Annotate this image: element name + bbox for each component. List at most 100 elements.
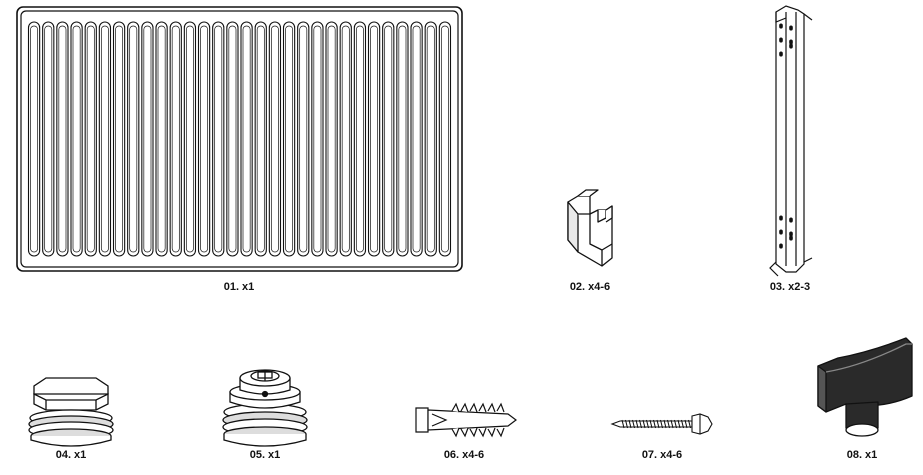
radiator-fin [410, 21, 423, 257]
radiator-fin [353, 21, 367, 257]
radiator-fin [268, 21, 282, 257]
anchor-rib [460, 402, 469, 413]
radiator-fin [155, 21, 168, 257]
part-label-07: 07. x4-6 [642, 449, 682, 461]
radiator-fin-inner [185, 25, 194, 253]
radiator-fin-inner [58, 25, 67, 253]
rail-hole [789, 231, 793, 237]
radiator-fin-inner [398, 25, 407, 253]
screw-thread [653, 419, 656, 429]
air-vent-plug [222, 369, 308, 447]
radiator-fin-inner [412, 25, 421, 253]
radiator-fin-inner [115, 25, 124, 253]
radiator-fin [424, 21, 437, 257]
radiator-fin-inner [270, 25, 279, 253]
part-label-06: 06. x4-6 [444, 449, 484, 461]
screw-thread [674, 419, 677, 429]
anchor-rib [469, 427, 478, 438]
rail-hole [779, 51, 783, 57]
radiator-fin-inner [200, 25, 209, 253]
screw-thread [635, 419, 639, 429]
radiator-fin [27, 21, 41, 257]
anchor-rib [469, 402, 478, 413]
radiator-fin [56, 21, 69, 257]
screw-thread [621, 419, 625, 429]
anchor-rib [451, 402, 460, 413]
radiator-fin-inner [86, 25, 95, 253]
radiator-fin [226, 21, 239, 257]
radiator-fin [297, 21, 310, 257]
radiator-fin-inner [171, 25, 180, 253]
radiator-fin [254, 21, 267, 257]
radiator-fin [438, 21, 452, 257]
radiator-fin [70, 21, 83, 257]
mounting-rail [769, 5, 813, 277]
radiator-fin-inner [228, 25, 237, 253]
radiator-fin-inner [30, 25, 39, 253]
radiator-fin-inner [355, 25, 364, 253]
radiator-fin [339, 21, 352, 257]
screw-thread [646, 419, 649, 429]
screw-thread [677, 419, 681, 429]
part-label-08: 08. x1 [847, 449, 878, 461]
radiator-fin-inner [256, 25, 265, 253]
anchor-rib [496, 427, 505, 438]
radiator-fin [42, 21, 55, 257]
screw-thread [684, 419, 688, 429]
radiator-fin-inner [440, 25, 449, 253]
part-label-01: 01. x1 [224, 281, 255, 293]
rail-holes [779, 23, 793, 249]
radiator-panel [16, 6, 463, 272]
rail-hole [789, 25, 793, 31]
blind-plug [28, 377, 114, 447]
part-label-04: 04. x1 [56, 449, 87, 461]
radiator-fin-inner [242, 25, 251, 253]
anchor-rib [487, 427, 496, 438]
anchor-rib [478, 427, 487, 438]
radiator-fin [183, 21, 197, 257]
radiator-fin [127, 21, 140, 257]
wall-anchor [415, 402, 517, 438]
screw-thread [656, 419, 660, 429]
vent-key [817, 337, 913, 437]
screw-thread [628, 419, 632, 429]
radiator-fin-inner [129, 25, 138, 253]
radiator-fin-inner [327, 25, 336, 253]
rail-hole [789, 217, 793, 223]
bracket-clip [567, 189, 613, 267]
screw-thread [625, 419, 628, 429]
part-label-02: 02. x4-6 [570, 281, 610, 293]
rail-hole [789, 43, 793, 49]
radiator-fin [396, 21, 409, 257]
radiator-fin-inner [157, 25, 166, 253]
screw-thread [639, 419, 642, 429]
radiator-fin [197, 21, 211, 257]
anchor-rib [451, 427, 460, 438]
radiator-fin [169, 21, 182, 257]
radiator-fin-inner [44, 25, 53, 253]
screw-thread [660, 419, 663, 429]
radiator-fin-inner [143, 25, 152, 253]
rail-hole [779, 37, 783, 43]
screw-thread [681, 419, 684, 429]
radiator-fin [112, 21, 126, 257]
radiator-fin [367, 21, 381, 257]
anchor-rib [478, 402, 487, 413]
radiator-fin [325, 21, 338, 257]
part-label-05: 05. x1 [250, 449, 281, 461]
screw-thread [670, 419, 674, 429]
radiator-fin-inner [299, 25, 308, 253]
radiator-fin-inner [384, 25, 393, 253]
screw-thread [649, 419, 653, 429]
radiator-fin [212, 21, 225, 257]
radiator-fin-inner [214, 25, 223, 253]
anchor-rib [496, 402, 505, 413]
radiator-fin [84, 21, 97, 257]
anchor-rib [487, 402, 496, 413]
wood-screw [610, 413, 713, 435]
radiator-fin [240, 21, 253, 257]
screw-thread [642, 419, 646, 429]
radiator-fin [282, 21, 296, 257]
radiator-fin-inner [426, 25, 435, 253]
